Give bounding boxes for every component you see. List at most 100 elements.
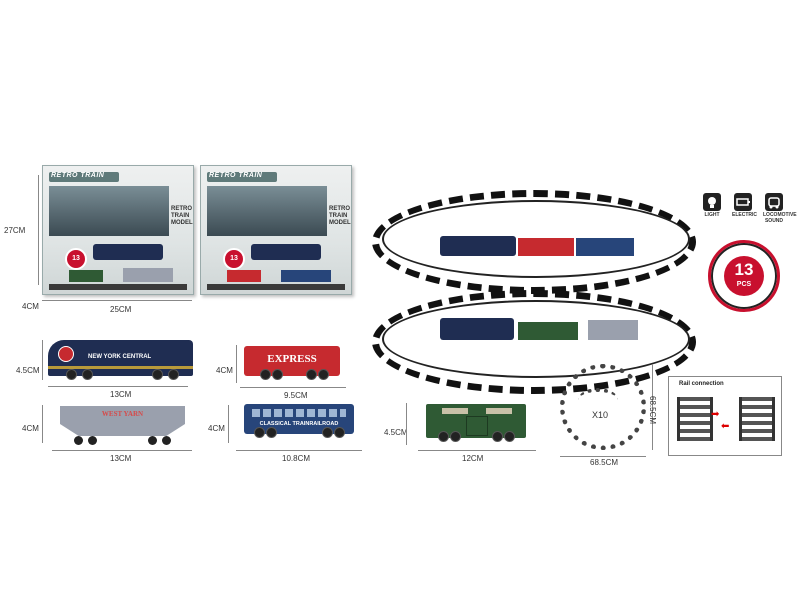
track-height-label: 68.5CM <box>648 396 657 425</box>
box-hopper-image <box>123 268 173 282</box>
sound-label: LOCOMOTIVE SOUND <box>763 212 797 224</box>
box-width-label: 25CM <box>110 305 132 314</box>
wheel <box>450 431 461 442</box>
arrow-left-icon: ⬅ <box>721 421 730 432</box>
box-boxcar-image <box>69 270 103 282</box>
pieces-badge-center: 13 PCS <box>724 256 764 296</box>
track-top-coal-car <box>518 238 574 256</box>
locomotive-stripe <box>48 366 193 369</box>
track-oval-bottom <box>372 290 696 394</box>
boxcar-label-plate <box>486 408 512 414</box>
box-locomotive-image <box>251 244 321 260</box>
coal-length-label: 9.5CM <box>284 391 308 400</box>
track-bottom-hopper <box>588 320 638 340</box>
wheel <box>272 369 283 380</box>
coal-length-line <box>240 387 346 388</box>
wheel <box>334 427 345 438</box>
box-scene-image <box>207 186 327 236</box>
wheel <box>492 431 503 442</box>
electric-label: ELECTRIC <box>732 212 757 218</box>
boxcar-label-plate <box>442 408 468 414</box>
rail-connection-label: Rail connection <box>679 381 724 387</box>
coal-car-name: EXPRESS <box>267 353 317 365</box>
product-box-2: RETRO TRAIN RETRO TRAIN MODEL 13 <box>200 165 352 295</box>
boxcar-length-label: 12CM <box>462 454 484 463</box>
locomotive-length-line <box>48 386 188 387</box>
hopper-height-label: 4CM <box>22 424 39 433</box>
box-width-line <box>42 300 192 301</box>
wheel <box>152 369 163 380</box>
coach-height-line <box>228 405 229 443</box>
box-header <box>207 172 277 182</box>
wheel <box>322 427 333 438</box>
light-label: LIGHT <box>704 212 720 218</box>
coach-height-label: 4CM <box>208 424 225 433</box>
track-bottom-locomotive <box>440 318 514 340</box>
box-height-line <box>38 175 39 285</box>
wheel <box>66 369 77 380</box>
boxcar-height-label: 4.5CM <box>384 428 408 437</box>
track-top-locomotive <box>440 236 516 256</box>
pieces-unit: PCS <box>736 281 752 288</box>
box-title: RETRO TRAIN <box>209 172 263 179</box>
track-rail-bottom <box>382 300 690 378</box>
box-depth-label: 4CM <box>22 302 39 311</box>
coach-windows <box>252 409 346 417</box>
coach-car-image: CLASSICAL TRAINRAILROAD <box>244 404 354 438</box>
box-coal-car-image <box>227 270 261 282</box>
coal-height-label: 4CM <box>216 366 233 375</box>
rail-piece-left <box>677 397 713 441</box>
boxcar-height-line <box>406 403 407 445</box>
hopper-length-label: 13CM <box>110 454 132 463</box>
box-count-badge: 13 <box>65 248 87 270</box>
coal-car-image: EXPRESS <box>244 346 340 380</box>
track-rail-top <box>382 200 690 278</box>
box-locomotive-image <box>93 244 163 260</box>
wheel <box>74 436 83 445</box>
light-icon <box>703 193 721 211</box>
boxcar-length-line <box>418 450 536 451</box>
track-width-label: 68.5CM <box>590 458 619 467</box>
box-count-badge: 13 <box>223 248 245 270</box>
hopper-length-line <box>52 450 192 451</box>
rail-piece-right <box>739 397 775 441</box>
boxcar-door <box>466 416 488 436</box>
wheel <box>266 427 277 438</box>
track-top-coach <box>576 238 634 256</box>
wheel <box>438 431 449 442</box>
box-scene-image <box>49 186 169 236</box>
pieces-badge: 13 PCS <box>708 240 780 312</box>
wheel <box>162 436 171 445</box>
locomotive-height-label: 4.5CM <box>16 366 40 375</box>
locomotive-name: NEW YORK CENTRAL <box>88 354 152 360</box>
track-height-line <box>652 364 653 450</box>
box-side-text: RETRO TRAIN MODEL <box>171 206 193 226</box>
box-title: RETRO TRAIN <box>51 172 105 179</box>
product-box-1: RETRO TRAIN RETRO TRAIN MODEL 13 <box>42 165 194 295</box>
wheel <box>88 436 97 445</box>
wheel <box>254 427 265 438</box>
hopper-height-line <box>42 405 43 443</box>
wheel <box>260 369 271 380</box>
track-bottom-boxcar <box>518 322 578 340</box>
coach-length-line <box>236 450 362 451</box>
battery-icon <box>734 193 752 211</box>
rail-connection-panel: Rail connection ➡ ⬅ <box>668 376 782 456</box>
wheel <box>148 436 157 445</box>
wheel <box>318 369 329 380</box>
locomotive-image: NEW YORK CENTRAL <box>48 340 193 380</box>
locomotive-length-label: 13CM <box>110 390 132 399</box>
coal-height-line <box>236 345 237 383</box>
box-coach-image <box>281 270 331 282</box>
box-side-text: RETRO TRAIN MODEL <box>329 206 351 226</box>
boxcar-image <box>426 404 526 442</box>
box-height-label: 27CM <box>4 226 26 235</box>
wheel <box>82 369 93 380</box>
locomotive-emblem <box>58 346 74 362</box>
locomotive-height-line <box>42 340 43 380</box>
arrow-right-icon: ➡ <box>711 409 720 420</box>
coach-length-label: 10.8CM <box>282 454 311 463</box>
train-sound-icon <box>765 193 783 211</box>
box-header <box>49 172 119 182</box>
wheel <box>168 369 179 380</box>
